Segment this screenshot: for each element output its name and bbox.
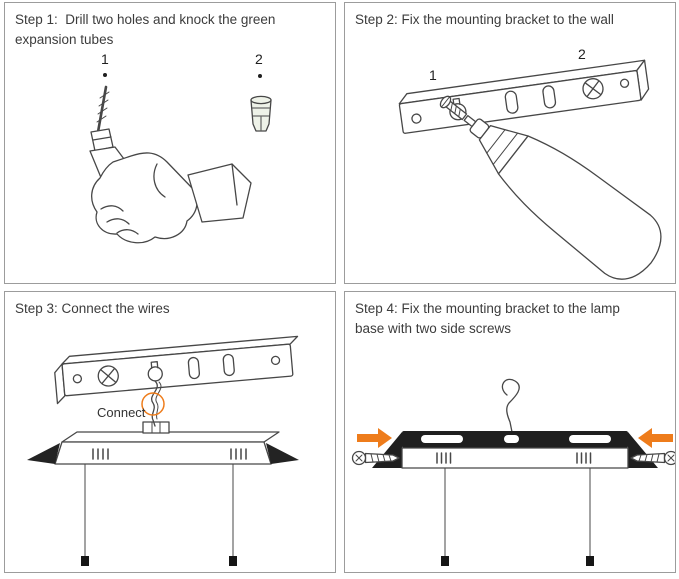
driver-body	[497, 135, 662, 280]
step-3-title: Step 3: Connect the wires	[15, 301, 170, 316]
bracket-slot	[569, 435, 611, 443]
bracket-slot	[504, 90, 519, 114]
bracket-slot	[504, 435, 519, 443]
screwdriver-sketch	[439, 95, 662, 280]
bracket-slot	[187, 356, 201, 380]
panel-step-2: Step 2: Fix the mounting bracket to the …	[344, 2, 676, 284]
lamp-base-sketch	[372, 431, 658, 566]
vent-grille	[92, 448, 109, 460]
keyhole-slot	[147, 366, 163, 382]
callout-1-label: 1	[429, 67, 437, 83]
bracket-slot	[421, 435, 463, 443]
screw-sketch	[439, 95, 468, 121]
bracket-slot	[542, 85, 557, 109]
step-4-illustration	[351, 378, 675, 566]
panel-step-1: Step 1: Drill two holes and knock the gr…	[4, 2, 336, 284]
hand-sketch	[91, 152, 198, 244]
bracket-slot	[222, 353, 235, 377]
canopy-end-left	[27, 443, 60, 464]
screw-position-marker	[97, 365, 119, 387]
callout-2: 2	[255, 51, 263, 78]
step-3-illustration: Connect	[27, 335, 299, 566]
lamp-body	[401, 447, 629, 469]
drill-handle	[187, 163, 252, 223]
vent-grille	[436, 452, 452, 464]
step-4-title: Step 4: Fix the mounting bracket to the …	[355, 301, 624, 337]
terminal-box	[142, 421, 170, 434]
drill-sketch	[89, 85, 252, 244]
step-1-title: Step 1: Drill two holes and knock the gr…	[15, 12, 280, 48]
callout-2-label: 2	[578, 46, 586, 62]
panel-step-3: Step 3: Connect the wires	[4, 291, 336, 573]
screw-sketch-right	[630, 450, 675, 466]
suspension-cables	[84, 463, 234, 561]
mounting-bracket-sketch	[54, 335, 299, 405]
step-1-illustration: 1 2	[89, 51, 272, 244]
callout-1-label: 1	[101, 51, 109, 67]
arrow-right-icon	[357, 428, 392, 448]
bracket-hole	[411, 113, 422, 124]
canopy-end-right	[266, 443, 299, 464]
wire-sketch	[501, 378, 520, 433]
arrow-left-icon	[638, 428, 673, 448]
vent-grille	[230, 448, 247, 460]
callout-2-dot	[258, 74, 262, 78]
screw-position-marker	[582, 78, 604, 100]
panel-step-4: Step 4: Fix the mounting bracket to the …	[344, 291, 676, 573]
lamp-base-sketch	[27, 421, 299, 566]
vent-grille	[576, 452, 592, 464]
bracket-hole	[72, 374, 83, 384]
step-2-title: Step 2: Fix the mounting bracket to the …	[355, 12, 614, 27]
bracket-hole	[619, 78, 630, 88]
lamp-body	[54, 441, 272, 465]
connect-highlight-circle	[141, 392, 165, 416]
step-2-illustration: 1 2	[398, 46, 662, 280]
keyhole-slot	[449, 103, 467, 121]
bracket-hole	[270, 355, 281, 366]
expansion-tube-sketch	[250, 95, 272, 132]
callout-1-dot	[103, 73, 107, 77]
callout-1: 1	[101, 51, 109, 77]
callout-2-label: 2	[255, 51, 263, 67]
suspension-cables	[444, 467, 591, 561]
screw-sketch-left	[351, 450, 400, 466]
connect-label: Connect	[97, 405, 146, 420]
mounting-bracket-sketch	[398, 59, 650, 134]
